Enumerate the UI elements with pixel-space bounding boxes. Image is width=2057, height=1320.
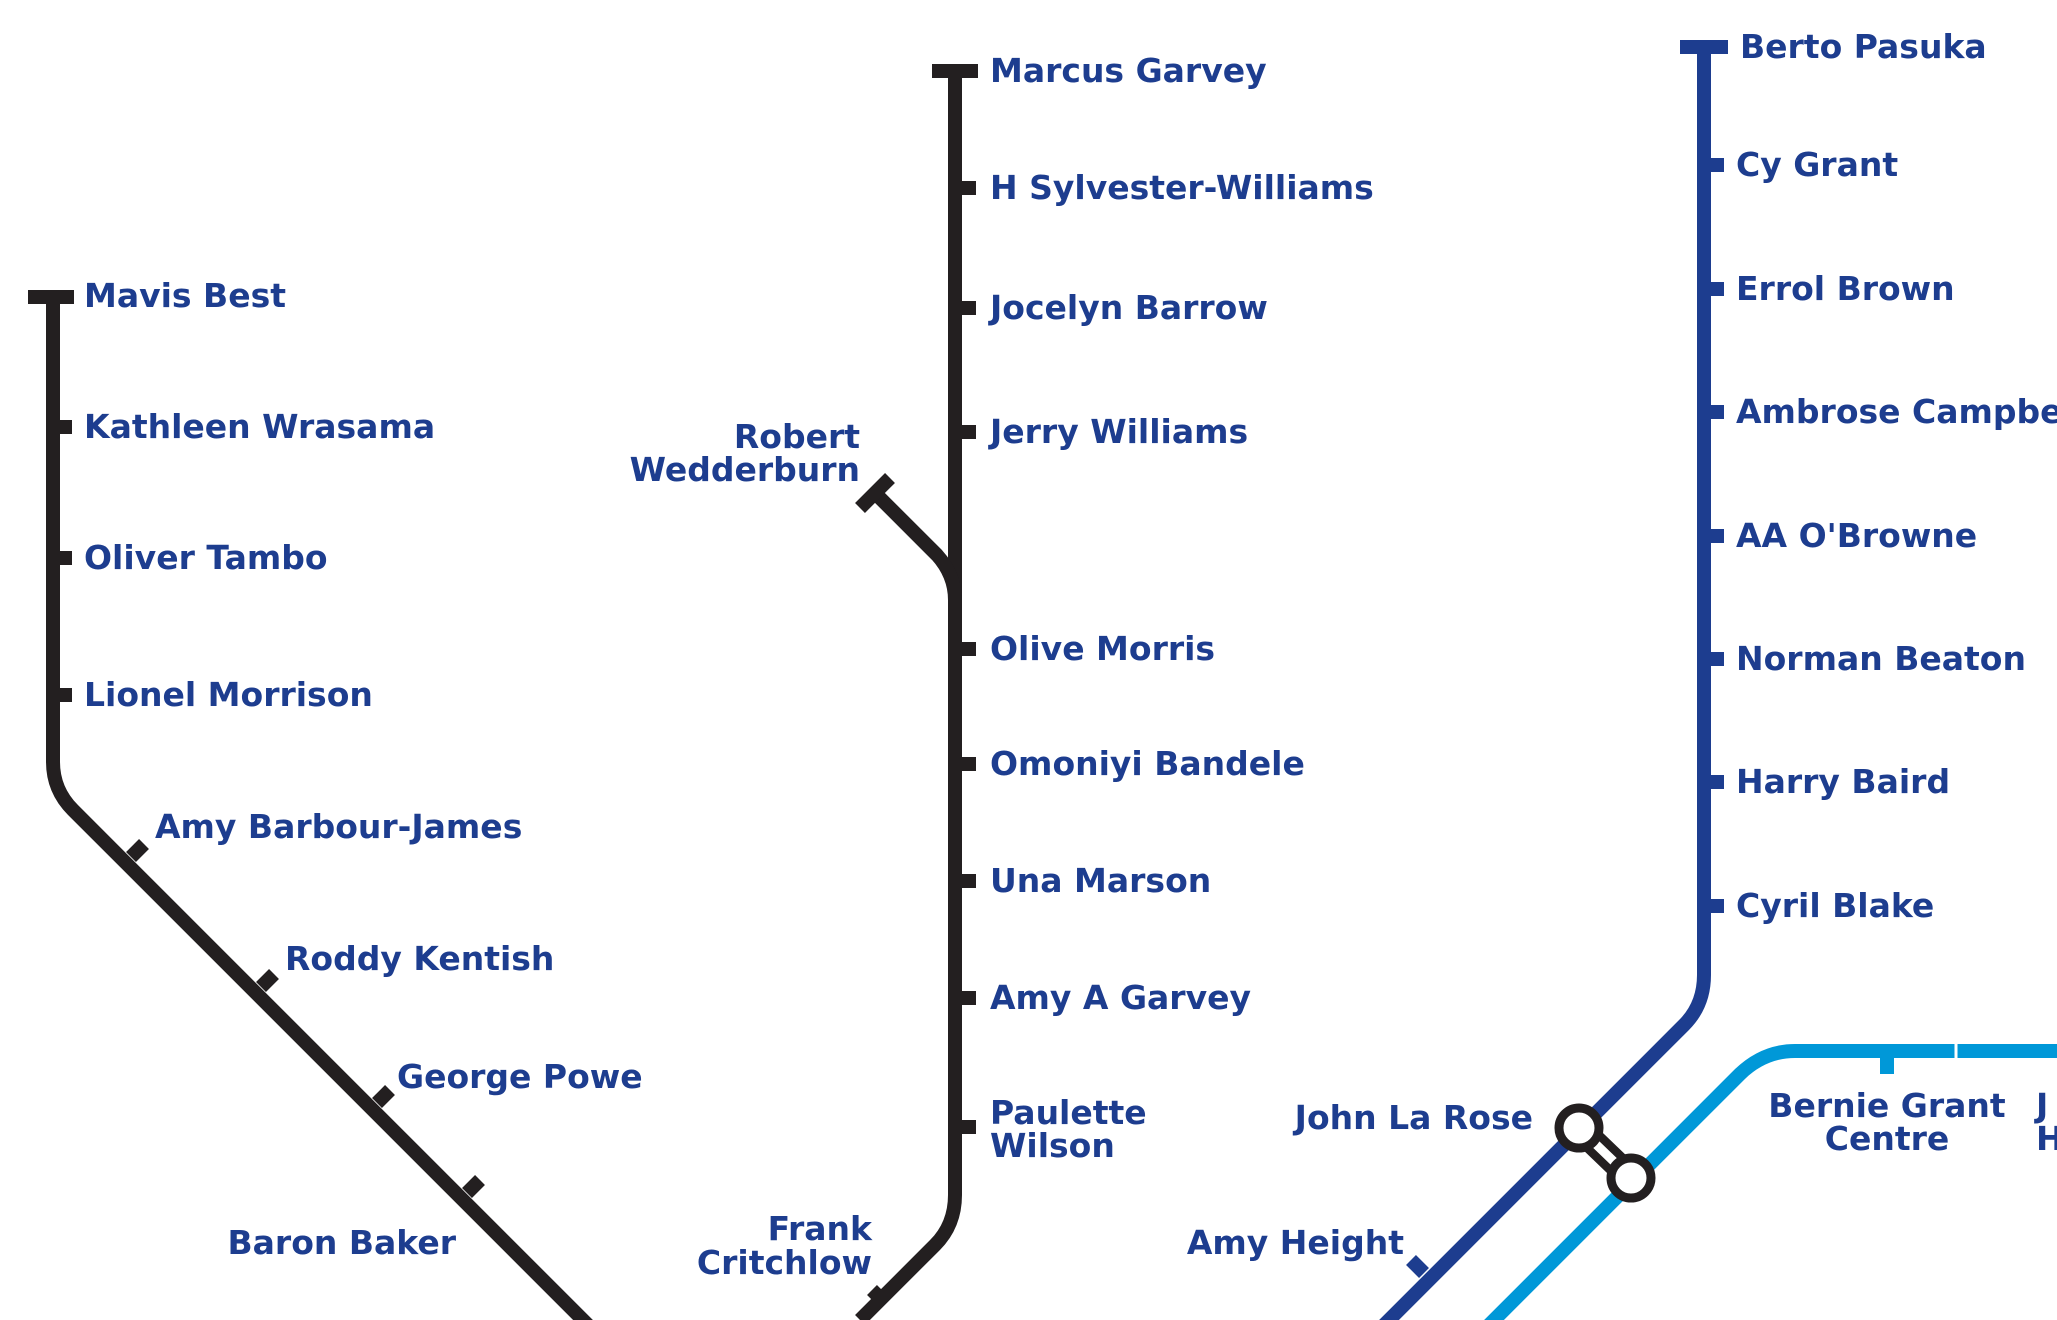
light-blue-line xyxy=(1484,1042,2057,1320)
station-label-norman-beaton: Norman Beaton xyxy=(1736,639,2026,678)
station-label-olive-morris: Olive Morris xyxy=(990,629,1215,668)
station-label-george-powe: George Powe xyxy=(397,1057,643,1096)
station-label-cut-off-1: J xyxy=(2034,1086,2048,1125)
station-label-kathleen-wrasama: Kathleen Wrasama xyxy=(84,407,435,446)
station-label-h-sylvester-williams: H Sylvester-Williams xyxy=(990,168,1374,207)
middle-line xyxy=(855,64,978,1320)
station-label-robert-wedderburn-2: Wedderburn xyxy=(630,450,860,489)
station-tick-amy-height xyxy=(1406,1255,1429,1278)
right-line-track xyxy=(1379,41,1711,1320)
station-tick-george-powe xyxy=(372,1085,395,1108)
station-label-frank-critchlow-1: Frank xyxy=(768,1209,873,1248)
middle-line-track xyxy=(855,67,962,1320)
station-label-ambrose-campbell: Ambrose Campbell xyxy=(1736,392,2057,431)
station-tick-baron-baker xyxy=(462,1175,485,1198)
station-label-paulette-wilson-1: Paulette xyxy=(990,1093,1147,1132)
station-tick-frank-critchlow xyxy=(867,1285,890,1308)
station-label-bernie-grant-centre-1: Bernie Grant xyxy=(1768,1086,2006,1125)
station-label-john-la-rose: John La Rose xyxy=(1293,1098,1533,1137)
station-label-harry-baird: Harry Baird xyxy=(1736,762,1950,801)
station-label-una-marson: Una Marson xyxy=(990,861,1211,900)
station-label-marcus-garvey: Marcus Garvey xyxy=(990,51,1267,90)
station-label-amy-a-garvey: Amy A Garvey xyxy=(990,978,1251,1017)
station-label-cy-grant: Cy Grant xyxy=(1736,145,1898,184)
station-label-bernie-grant-centre-2: Centre xyxy=(1825,1119,1950,1158)
interchange-circle-dark-blue xyxy=(1554,1103,1604,1153)
station-label-omoniyi-bandele: Omoniyi Bandele xyxy=(990,744,1305,783)
station-tick-roddy-kentish xyxy=(256,969,279,992)
station-label-jerry-williams: Jerry Williams xyxy=(988,412,1248,451)
left-line-track xyxy=(46,290,593,1320)
station-tick-amy-barbour-james xyxy=(126,839,149,862)
station-label-lionel-morrison: Lionel Morrison xyxy=(84,675,373,714)
right-line xyxy=(1379,40,1728,1320)
station-label-robert-wedderburn-1: Robert xyxy=(734,417,860,456)
branch-terminus-robert-wedderburn xyxy=(855,473,895,513)
station-label-berto-pasuka: Berto Pasuka xyxy=(1740,27,1987,66)
station-label-jocelyn-barrow: Jocelyn Barrow xyxy=(988,288,1268,327)
station-label-mavis-best: Mavis Best xyxy=(84,276,286,315)
station-label-amy-height: Amy Height xyxy=(1187,1223,1404,1262)
station-label-oliver-tambo: Oliver Tambo xyxy=(84,538,328,577)
left-line xyxy=(28,290,593,1320)
station-label-aa-obrowne: AA O'Browne xyxy=(1736,516,1977,555)
interchange-john-la-rose xyxy=(1554,1103,1656,1203)
station-label-cut-off-2: H xyxy=(2036,1119,2057,1158)
station-label-baron-baker: Baron Baker xyxy=(228,1223,457,1262)
station-label-paulette-wilson-2: Wilson xyxy=(990,1126,1115,1165)
station-label-roddy-kentish: Roddy Kentish xyxy=(285,939,554,978)
interchange-circle-light-blue xyxy=(1606,1153,1656,1203)
station-label-amy-barbour-james: Amy Barbour-James xyxy=(155,807,522,846)
station-label-cyril-blake: Cyril Blake xyxy=(1736,886,1934,925)
light-blue-line-track xyxy=(1484,1044,2057,1320)
middle-line-branch-track xyxy=(868,486,962,601)
station-label-frank-critchlow-2: Critchlow xyxy=(697,1243,872,1282)
station-labels: Mavis Best Kathleen Wrasama Oliver Tambo… xyxy=(84,27,2057,1282)
station-label-errol-brown: Errol Brown xyxy=(1736,269,1955,308)
